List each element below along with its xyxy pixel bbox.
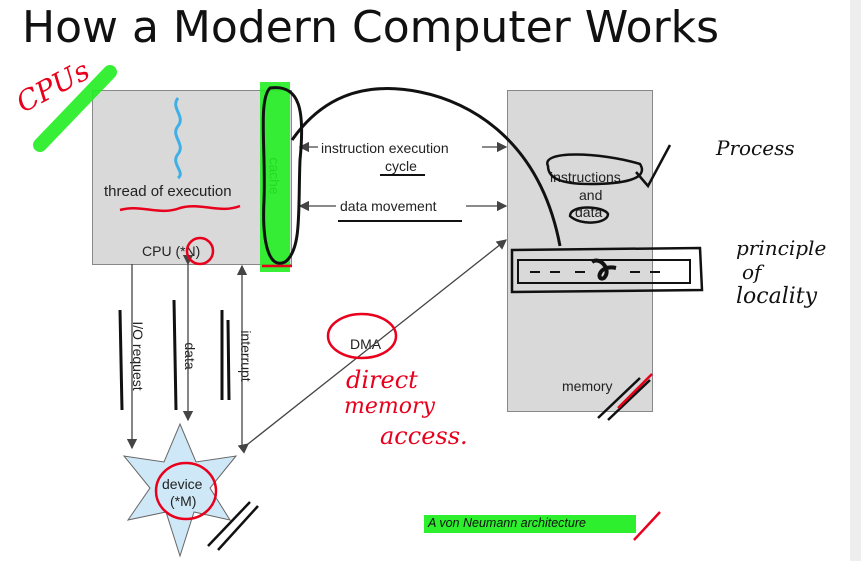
memory-label: memory (562, 378, 613, 394)
locality-scribble (590, 258, 617, 281)
thread-underline (119, 204, 241, 213)
memory-slash (597, 377, 651, 421)
data-movement-label: data movement (340, 198, 437, 214)
memory-instructions-label: instructions (550, 169, 621, 185)
instruction-cycle-label-1: instruction execution (321, 140, 449, 156)
instructions-circle (546, 153, 644, 186)
device-count-label: (*M) (170, 493, 197, 509)
direct-annotation: direct (346, 366, 418, 394)
dma-arrow (237, 239, 508, 454)
locality-annotation: locality (736, 284, 818, 309)
of-annotation: of (742, 260, 762, 284)
dma-circle (326, 312, 398, 360)
memory-red-slash (617, 373, 653, 409)
instruction-cycle-label-2: cycle (385, 158, 417, 174)
cache-circle (261, 86, 304, 265)
caption-tick (633, 511, 661, 541)
cpu-box (92, 90, 292, 265)
device-circle (154, 461, 218, 521)
device-star (122, 422, 238, 558)
device-slash (207, 501, 259, 551)
memory-annotation: memory (344, 394, 435, 419)
memory-and-label: and (579, 187, 603, 203)
vertical-bars (118, 299, 231, 411)
process-annotation: Process (716, 136, 795, 160)
thread-of-execution-label: thread of execution (104, 183, 232, 200)
checkmark (635, 144, 672, 189)
locality-inner-bar (517, 259, 691, 284)
locality-box (510, 246, 704, 294)
access-annotation: access. (380, 422, 468, 450)
thread-squiggle (174, 97, 182, 180)
data-circle (568, 206, 610, 224)
n-circle (185, 236, 215, 266)
slide-edge (850, 0, 861, 561)
principle-annotation: principle (736, 236, 827, 260)
caption-highlight (424, 515, 636, 533)
device-label: device (162, 476, 203, 492)
caption: A von Neumann architecture (428, 516, 586, 530)
cycle-loop-arrow (290, 87, 562, 247)
cpus-highlight (33, 65, 117, 152)
slide-title: How a Modern Computer Works (22, 2, 720, 53)
